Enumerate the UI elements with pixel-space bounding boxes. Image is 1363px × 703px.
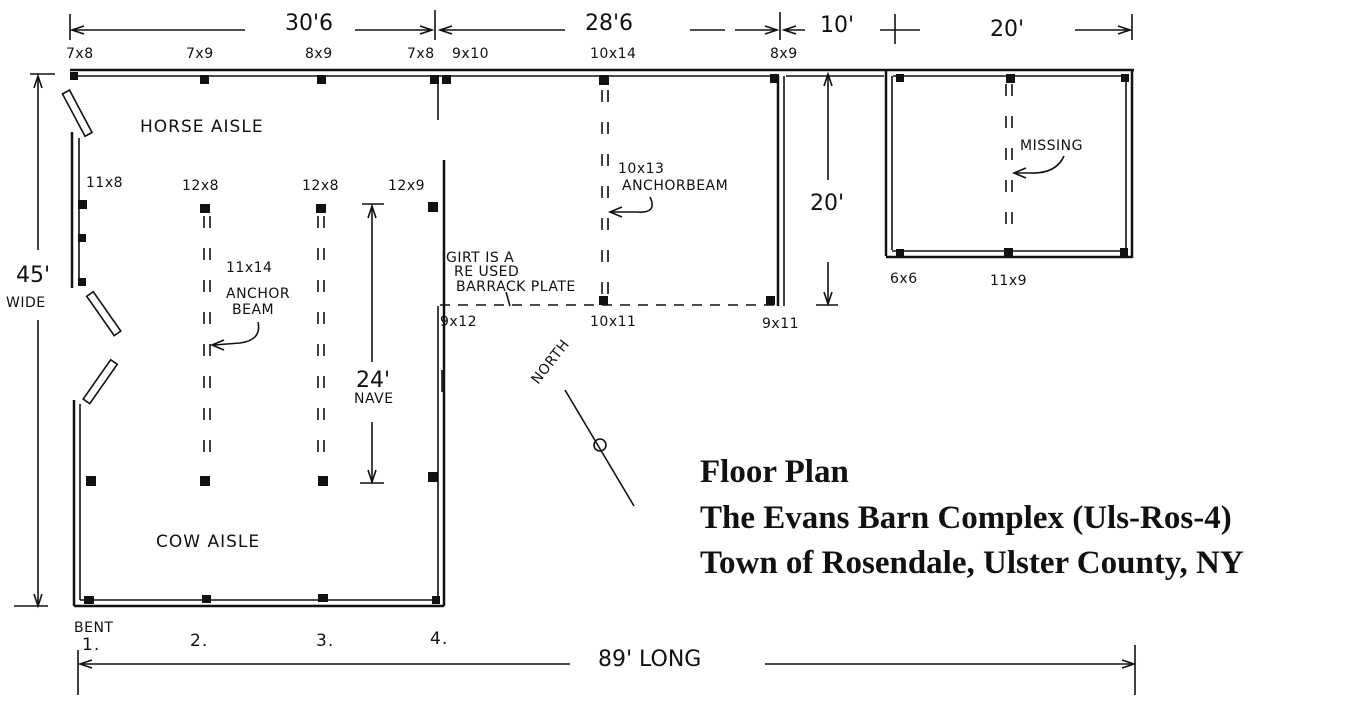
- label-girt-2: RE USED: [454, 264, 519, 280]
- label-cow-aisle: COW AISLE: [156, 532, 260, 552]
- post-size-right-2: 11x9: [990, 273, 1027, 289]
- label-north: NORTH: [529, 337, 573, 388]
- label-anchorbeam-size: 10x13: [618, 161, 664, 177]
- dim-20: 20': [990, 17, 1024, 42]
- post-size-right-1: 6x6: [890, 271, 918, 287]
- dim-89-long: 89' LONG: [598, 647, 701, 672]
- post-size-top-1: 7x8: [66, 46, 94, 62]
- top-dimension-line: [69, 10, 1133, 44]
- post-size-top-2: 7x9: [186, 46, 214, 62]
- post-size-top-4: 7x8: [407, 46, 435, 62]
- label-anchor-beam-size: 11x14: [226, 260, 272, 276]
- dim-section-20: 20': [810, 191, 844, 216]
- label-girt-3: BARRACK PLATE: [456, 279, 576, 295]
- label-missing: MISSING: [1020, 138, 1083, 154]
- post-size-row-3: 12x9: [388, 178, 425, 194]
- caption-title: Floor Plan: [700, 454, 849, 490]
- caption-location: Town of Rosendale, Ulster County, NY: [700, 545, 1244, 581]
- caption-subtitle: The Evans Barn Complex (Uls-Ros-4): [700, 500, 1232, 536]
- bottom-dimension-line: [77, 645, 1137, 695]
- post-size-left-mid: 11x8: [86, 175, 123, 191]
- post-size-top-5: 9x10: [452, 46, 489, 62]
- bent-1: 1.: [82, 635, 100, 655]
- right-section: [884, 70, 1134, 259]
- section-20-dimension: [816, 69, 838, 307]
- bent-3: 3.: [316, 631, 334, 651]
- post-size-mid-3: 9x11: [762, 316, 799, 332]
- girt-arrow: [505, 291, 511, 307]
- post-size-row-2: 12x8: [302, 178, 339, 194]
- nave-dimension: [360, 203, 384, 485]
- label-horse-aisle: HORSE AISLE: [140, 117, 264, 137]
- left-dimension-line: [14, 73, 55, 609]
- main-barn-walls: [61, 68, 1134, 608]
- post-size-mid-1: 9x12: [440, 314, 477, 330]
- dim-30-6: 30'6: [285, 11, 333, 36]
- dim-45: 45': [16, 263, 50, 288]
- anchor-beam-arrow: [213, 321, 260, 346]
- post-size-row-1: 12x8: [182, 178, 219, 194]
- posts: [70, 72, 1129, 604]
- north-arrow: [564, 389, 635, 507]
- bent-label: BENT: [74, 620, 113, 636]
- dim-10: 10': [820, 13, 854, 38]
- dim-wide: WIDE: [6, 295, 46, 311]
- anchorbeam-arrow: [612, 196, 653, 214]
- label-anchorbeam-text: ANCHORBEAM: [622, 178, 728, 194]
- label-girt-1: GIRT IS A: [446, 250, 514, 266]
- bent-4: 4.: [430, 629, 448, 649]
- dim-nave-label: NAVE: [354, 391, 394, 407]
- bent-2: 2.: [190, 631, 208, 651]
- post-size-top-7: 8x9: [770, 46, 798, 62]
- anchor-beams: [203, 84, 1013, 472]
- dim-nave-24: 24': [356, 368, 390, 393]
- post-size-top-3: 8x9: [305, 46, 333, 62]
- dim-28-6: 28'6: [585, 11, 633, 36]
- label-anchor-beam-anchor: ANCHOR: [226, 286, 290, 302]
- post-size-mid-2: 10x11: [590, 314, 636, 330]
- label-anchor-beam-beam: BEAM: [232, 302, 274, 318]
- post-size-top-6: 10x14: [590, 46, 636, 62]
- missing-arrow: [1016, 155, 1065, 174]
